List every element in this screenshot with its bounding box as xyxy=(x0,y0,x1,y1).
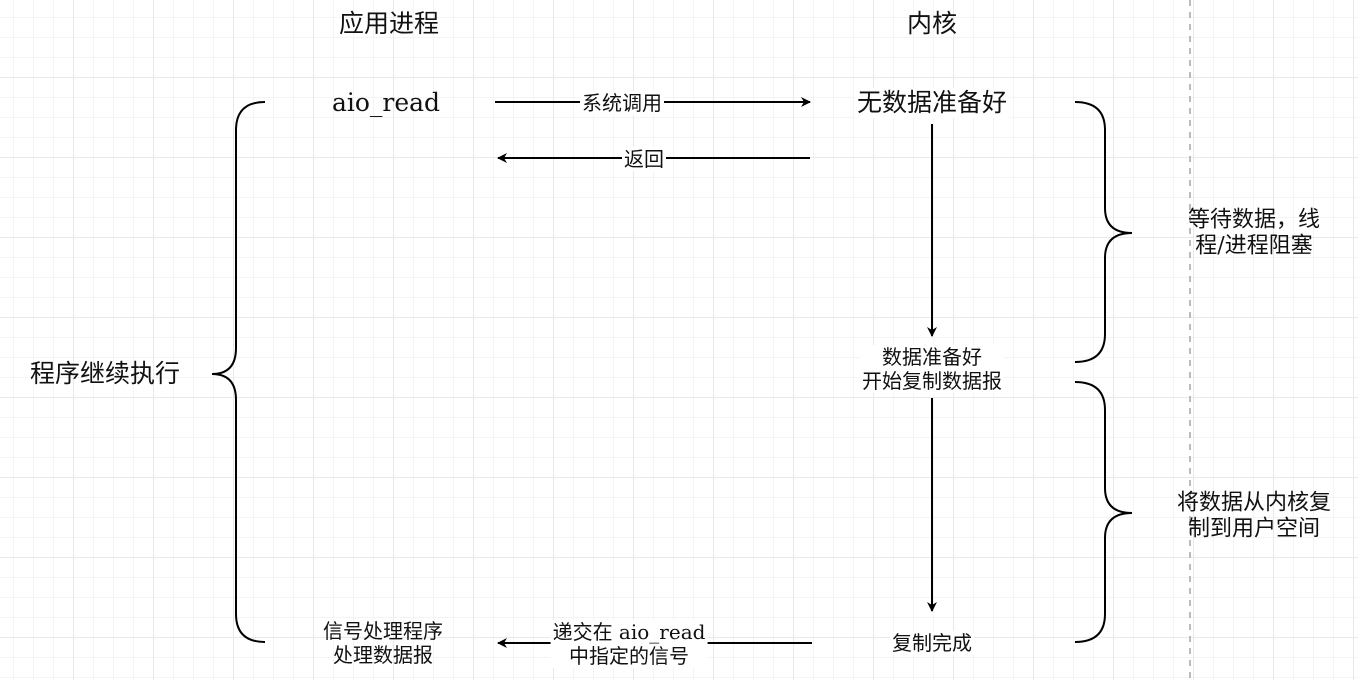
wait-phase-label: 等待数据，线 程/进程阻塞 xyxy=(1188,208,1320,261)
signal-handler-line2: 处理数据报 xyxy=(333,643,433,667)
aio-read-label: aio_read xyxy=(331,88,441,117)
deliver-line1: 递交在 aio_read xyxy=(552,620,706,644)
copy-phase-label: 将数据从内核复 制到用户空间 xyxy=(1177,491,1331,544)
wait-line2: 程/进程阻塞 xyxy=(1195,234,1313,259)
header-app-process: 应用进程 xyxy=(338,9,440,38)
data-ready-label: 数据准备好 开始复制数据报 xyxy=(860,345,1004,393)
left-brace xyxy=(211,101,266,643)
wait-line1: 等待数据，线 xyxy=(1187,207,1321,233)
copy-done-label: 复制完成 xyxy=(890,631,974,655)
right-brace-copy xyxy=(1074,381,1133,643)
deliver-line2: 中指定的信号 xyxy=(569,644,689,668)
signal-handler-line1: 信号处理程序 xyxy=(323,619,443,643)
deliver-signal-label: 递交在 aio_read 中指定的信号 xyxy=(550,620,708,668)
program-continues-label: 程序继续执行 xyxy=(29,359,181,388)
data-ready-line1: 数据准备好 xyxy=(882,345,982,369)
copy-line2: 制到用户空间 xyxy=(1187,517,1321,542)
return-label: 返回 xyxy=(622,147,666,171)
right-brace-wait xyxy=(1074,101,1133,363)
syscall-label: 系统调用 xyxy=(580,91,664,115)
signal-handler-label: 信号处理程序 处理数据报 xyxy=(323,619,443,667)
no-data-ready-label: 无数据准备好 xyxy=(854,88,1010,118)
data-ready-line2: 开始复制数据报 xyxy=(862,369,1002,393)
copy-line1: 将数据从内核复 xyxy=(1176,490,1332,516)
header-kernel: 内核 xyxy=(906,9,958,38)
